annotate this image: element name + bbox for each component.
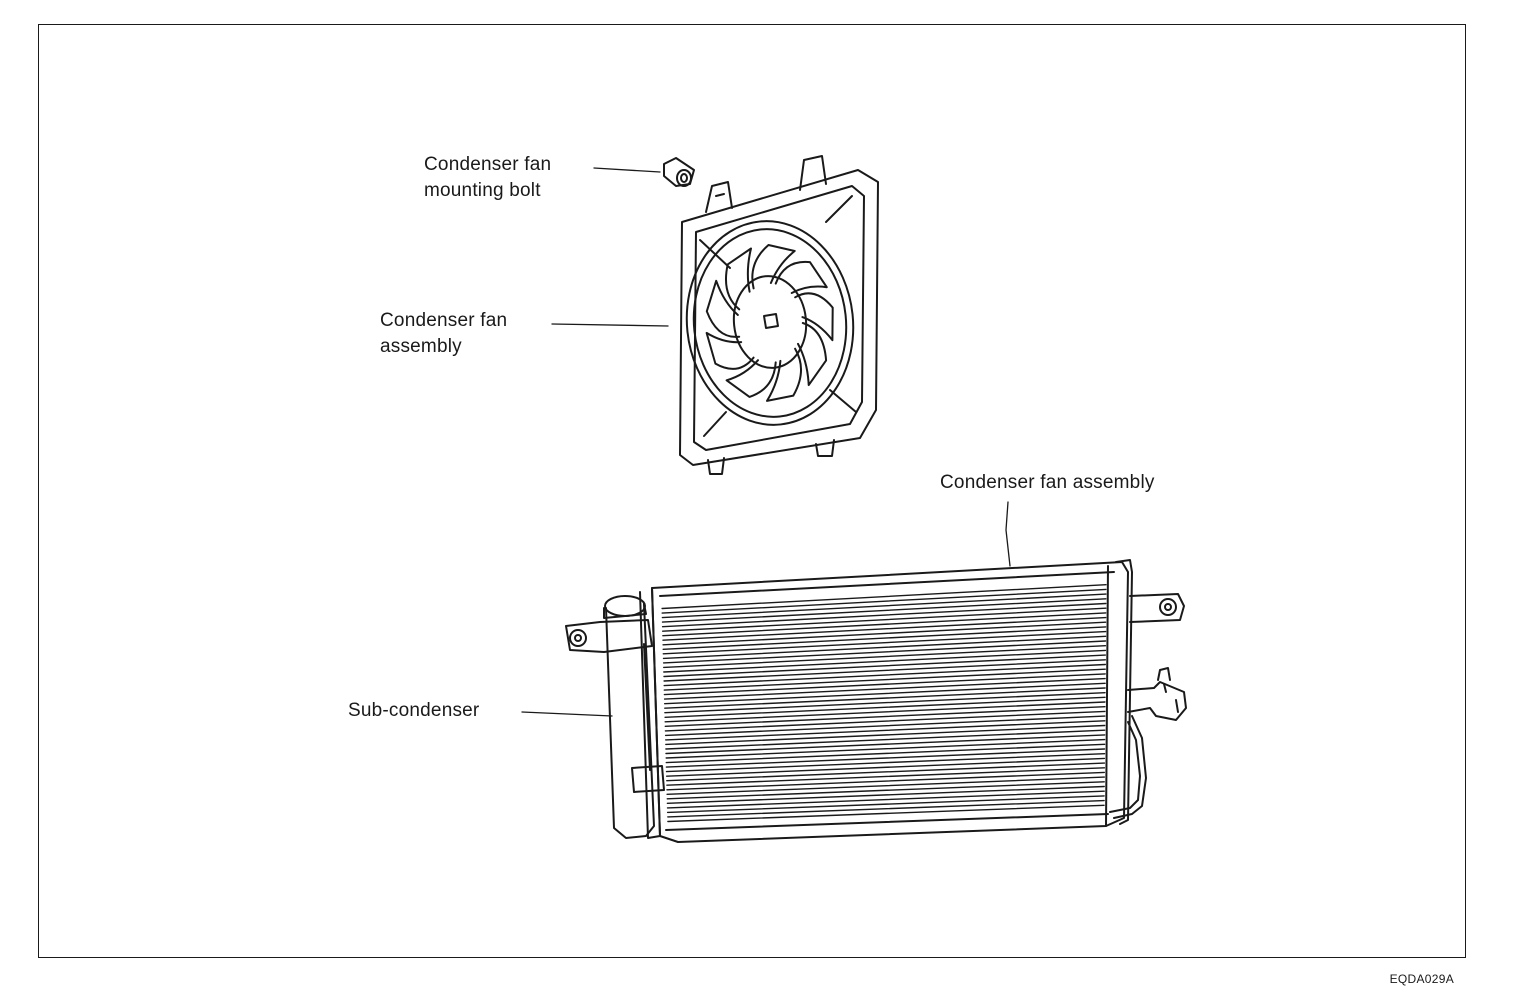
condenser-tube [665, 753, 1106, 773]
fan-ring [685, 220, 855, 426]
condenser-tube [661, 598, 1107, 623]
fan-blade [774, 260, 828, 294]
leader-lines [521, 167, 1011, 717]
condenser-tube [664, 715, 1106, 737]
fan-blade [725, 359, 777, 398]
fan-hub [732, 275, 808, 369]
mounting-bolt [663, 157, 695, 187]
condenser-tube [663, 673, 1106, 696]
condenser-tube [666, 781, 1105, 800]
condenser-tube [664, 692, 1106, 714]
fan-blade [766, 347, 802, 402]
leader-condenser-assembly [1005, 501, 1011, 567]
condenser-tube [663, 654, 1107, 678]
condenser-tube [662, 640, 1107, 664]
pipe-fitting [1127, 667, 1187, 721]
condenser-tubes [661, 584, 1107, 823]
condenser-tube [666, 771, 1106, 791]
condenser-tube [665, 748, 1106, 768]
fan-blade [751, 244, 796, 290]
condenser-tube [662, 626, 1107, 650]
condenser-tube [666, 757, 1106, 777]
condenser-tube [663, 663, 1107, 687]
fan-blade [705, 331, 755, 370]
label-mounting-bolt: Condenser fan mounting bolt [424, 152, 551, 204]
condenser-tube [664, 682, 1106, 705]
condenser-tube [666, 785, 1105, 804]
condenser-core [639, 559, 1133, 843]
condenser-tube [662, 616, 1107, 641]
condenser-tube [661, 588, 1107, 614]
condenser-tube [665, 738, 1106, 759]
condenser-tube [664, 710, 1106, 732]
fan-blades [705, 244, 834, 402]
condenser-tube [662, 607, 1107, 632]
fan-blade [794, 292, 834, 342]
fan-blade [705, 279, 741, 338]
condenser-tube [665, 720, 1106, 741]
condenser-tube [667, 804, 1105, 823]
label-fan-assembly-line1: Condenser fan [380, 310, 508, 331]
condenser-tube [663, 659, 1107, 682]
condenser-tube [663, 677, 1106, 700]
figure-frame [38, 24, 1466, 958]
condenser-tube [664, 701, 1106, 723]
condenser-tube [666, 776, 1106, 795]
condenser-tube [665, 734, 1106, 755]
condenser-tube [663, 668, 1106, 691]
condenser-tube [661, 584, 1107, 610]
label-condenser-assembly: Condenser fan assembly [940, 472, 1155, 493]
label-sub-condenser: Sub-condenser [348, 700, 480, 721]
fan-shroud [679, 155, 879, 475]
label-fan-assembly: Condenser fan assembly [380, 308, 507, 360]
leader-mounting-bolt [593, 167, 661, 173]
condenser-tube [665, 729, 1106, 750]
fan-ring-inner [692, 228, 848, 418]
figure-code: EQDA029A [1389, 972, 1454, 986]
condenser-tube [666, 767, 1106, 786]
condenser-tube [663, 645, 1107, 669]
fan-blade [797, 322, 828, 387]
condenser-tube [661, 602, 1107, 628]
condenser-tube [665, 743, 1106, 764]
condenser-tube [666, 795, 1105, 814]
label-mounting-bolt-line2: mounting bolt [424, 180, 541, 201]
condenser-tube [666, 790, 1105, 809]
label-fan-assembly-line2: assembly [380, 336, 462, 357]
right-bracket [1129, 593, 1185, 623]
condenser-tube [662, 635, 1107, 660]
fan-hub-center [763, 313, 779, 329]
condenser-tube [661, 593, 1107, 619]
label-mounting-bolt-line1: Condenser fan [424, 154, 552, 175]
sub-condenser [565, 595, 665, 839]
condenser-tube [667, 799, 1105, 818]
condenser-tube [662, 630, 1107, 655]
condenser-tube [662, 612, 1107, 637]
leader-fan-assembly [551, 323, 669, 327]
condenser-tube [662, 621, 1107, 646]
refrigerant-line-outer [1113, 715, 1147, 819]
refrigerant-line [1109, 721, 1141, 813]
fan-blade [724, 247, 752, 311]
condenser-tube [664, 706, 1106, 727]
leader-sub-condenser [521, 711, 613, 717]
condenser-tube [663, 649, 1107, 673]
condenser-tube [666, 762, 1106, 782]
condenser-tube [664, 687, 1106, 709]
condenser-tube [664, 696, 1106, 718]
condenser-tube [665, 724, 1106, 746]
